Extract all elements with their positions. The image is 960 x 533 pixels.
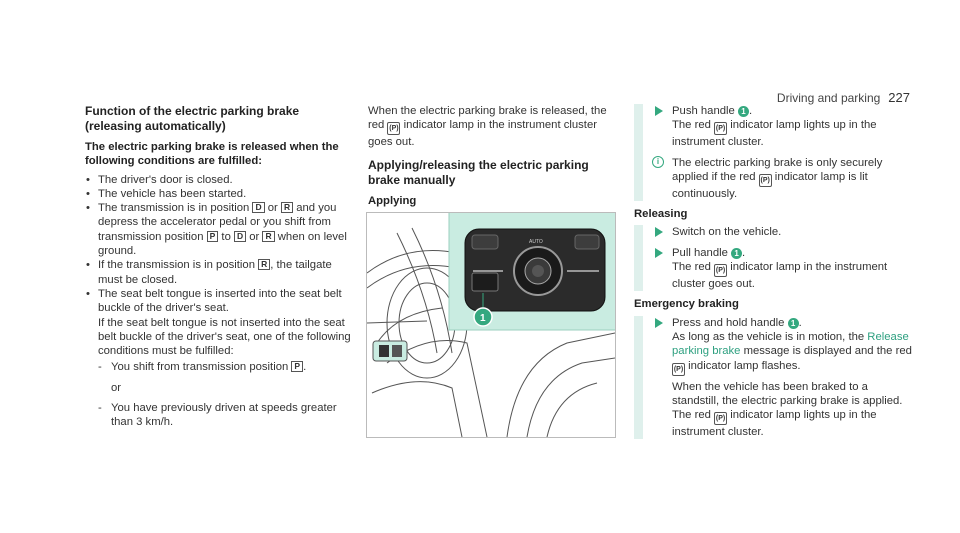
callout-1-icon: 1	[787, 317, 799, 329]
sub-item: -You shift from transmission position P.	[98, 361, 307, 374]
step-arrow-icon	[655, 227, 663, 238]
auto-label: AUTO	[529, 239, 543, 245]
list-item: The transmission is in position D or R a…	[85, 201, 355, 258]
parking-brake-lamp-icon: (P)	[714, 412, 728, 426]
list-item: The driver's door is closed.	[85, 173, 355, 188]
section-title: Driving and parking	[776, 91, 881, 105]
heading-function: Function of the electric parking brake (…	[85, 104, 300, 133]
parking-brake-illustration: AUTO 1	[366, 212, 616, 438]
info-icon: i	[652, 155, 664, 168]
gear-r-icon: R	[258, 259, 271, 271]
column-3: Push handle 1.The red (P) indicator lamp…	[634, 104, 924, 445]
heading-releasing: Releasing	[634, 208, 688, 221]
gear-d-icon: D	[252, 202, 265, 214]
step-pull-handle: Pull handle 1.The red (P) indicator lamp…	[647, 246, 912, 292]
step-arrow-icon	[655, 247, 663, 258]
step-press-hold: Press and hold handle 1.As long as the v…	[647, 316, 912, 440]
heading-applying: Applying	[368, 194, 417, 207]
parking-brake-lamp-icon: (P)	[714, 122, 728, 136]
callout-1-label: 1	[480, 313, 486, 324]
release-message: Release parking brake	[672, 330, 909, 358]
parking-brake-lamp-icon: (P)	[387, 122, 401, 136]
page-number: 227	[888, 90, 910, 105]
callout-1-icon: 1	[737, 106, 749, 117]
list-item: If the transmission is in position R, th…	[85, 258, 355, 287]
step-push-handle: Push handle 1.The red (P) indicator lamp…	[647, 104, 912, 150]
releasing-steps: Switch on the vehicle. Pull handle 1.The…	[634, 225, 912, 292]
page-header: Driving and parking 227	[777, 90, 910, 105]
gear-r-icon: R	[280, 202, 294, 214]
or-text: or	[111, 381, 122, 394]
conditions-list: The driver's door is closed. The vehicle…	[85, 173, 355, 430]
sub-item: -You have previously driven at speeds gr…	[98, 402, 337, 429]
heading-conditions: The electric parking brake is released w…	[85, 141, 339, 168]
emergency-steps: Press and hold handle 1.As long as the v…	[634, 315, 912, 440]
list-item: The vehicle has been started.	[85, 187, 355, 202]
heading-manual: Applying/releasing the electric parking …	[368, 157, 589, 187]
gear-d-icon: D	[234, 230, 247, 242]
column-2: When the electric parking brake is relea…	[368, 104, 616, 212]
gear-p-icon: P	[206, 230, 219, 242]
gear-r-icon: R	[262, 230, 275, 242]
list-item: The seat belt tongue is inserted into th…	[85, 287, 355, 430]
heading-emergency: Emergency braking	[634, 298, 739, 311]
step-arrow-icon	[655, 317, 663, 328]
callout-1-icon: 1	[731, 247, 743, 259]
release-intro: When the electric parking brake is relea…	[368, 105, 607, 149]
illustration-svg: AUTO 1	[367, 213, 615, 437]
seat-belt-note: If the seat belt tongue is not inserted …	[98, 316, 351, 358]
parking-brake-lamp-icon: (P)	[758, 173, 772, 187]
step-arrow-icon	[655, 106, 663, 116]
callout-1-icon	[473, 307, 493, 327]
applying-steps: Push handle 1.The red (P) indicator lamp…	[634, 104, 912, 202]
step-switch-on: Switch on the vehicle.	[647, 225, 912, 239]
parking-brake-lamp-icon: (P)	[672, 362, 685, 376]
column-1: Function of the electric parking brake (…	[85, 104, 355, 430]
parking-brake-lamp-icon: (P)	[714, 264, 728, 278]
gear-p-icon: P	[291, 361, 304, 373]
